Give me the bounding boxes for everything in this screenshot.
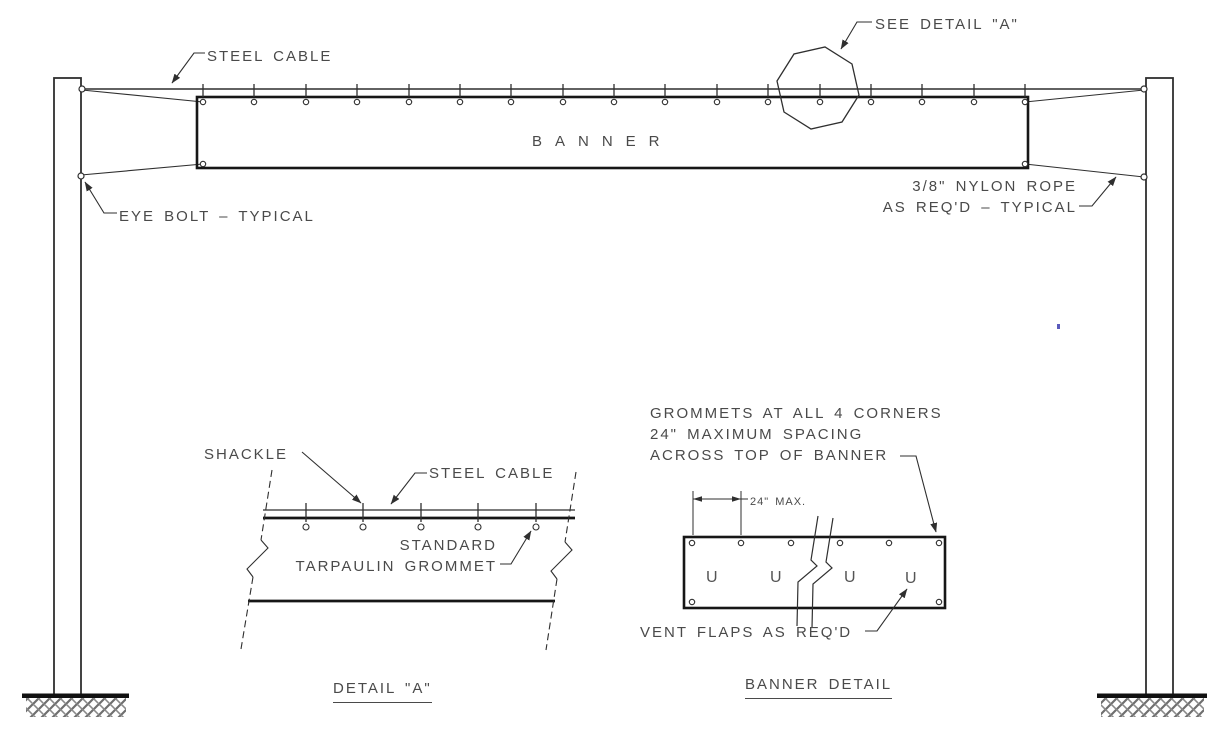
tarpaulin-grommet-line2: TARPAULIN GROMMET — [295, 558, 497, 575]
dimension-label: 24" MAX. — [750, 496, 807, 508]
nylon-rope-label-line1: 3/8" NYLON ROPE — [912, 178, 1077, 195]
grommet-note-line3: ACROSS TOP OF BANNER — [650, 447, 889, 464]
detail-a-drawing — [240, 451, 577, 651]
nylon-rope-label-line2: AS REQ'D – TYPICAL — [882, 199, 1077, 216]
leader-lines-elevation — [84, 21, 1117, 214]
stray-mark — [1057, 324, 1060, 329]
tarpaulin-grommet-line1: STANDARD — [399, 537, 497, 554]
eye-bolt-label: EYE BOLT – TYPICAL — [119, 208, 315, 225]
banner-text: BANNER — [532, 133, 673, 150]
ground-right — [1097, 693, 1207, 717]
vent-flap-symbol: U — [844, 569, 856, 586]
banner-detail-title: BANNER DETAIL — [745, 674, 893, 699]
grommet-note: GROMMETS AT ALL 4 CORNERS 24" MAXIMUM SP… — [650, 403, 943, 466]
shackle-label: SHACKLE — [204, 446, 289, 463]
vent-flap-symbol: U — [905, 570, 917, 587]
nylon-rope-label: 3/8" NYLON ROPE AS REQ'D – TYPICAL — [883, 176, 1077, 218]
banner-detail-drawing — [682, 455, 947, 632]
vent-flaps-label: VENT FLAPS AS REQ'D — [640, 624, 853, 641]
vent-flap-symbol: U — [770, 569, 782, 586]
vent-flap-symbol: U — [706, 569, 718, 586]
banner-shackle-ticks — [202, 84, 1026, 97]
left-post — [53, 77, 82, 696]
banner-top-grommets — [199, 98, 1029, 168]
see-detail-a-label: SEE DETAIL "A" — [875, 16, 1019, 33]
detail-a-bubble — [776, 46, 860, 130]
grommet-note-line1: GROMMETS AT ALL 4 CORNERS — [650, 405, 943, 422]
grommet-note-line2: 24" MAXIMUM SPACING — [650, 426, 864, 443]
nylon-ropes — [80, 89, 1145, 178]
steel-cable-label: STEEL CABLE — [207, 48, 333, 65]
tarpaulin-grommet-label: STANDARD TARPAULIN GROMMET — [296, 535, 497, 577]
banner-outline — [195, 95, 1030, 170]
detail-a-steel-cable-label: STEEL CABLE — [429, 465, 555, 482]
right-post — [1145, 77, 1174, 696]
detail-a-title: DETAIL "A" — [333, 678, 432, 703]
eye-bolts — [77, 85, 1148, 181]
ground-left — [22, 693, 129, 717]
